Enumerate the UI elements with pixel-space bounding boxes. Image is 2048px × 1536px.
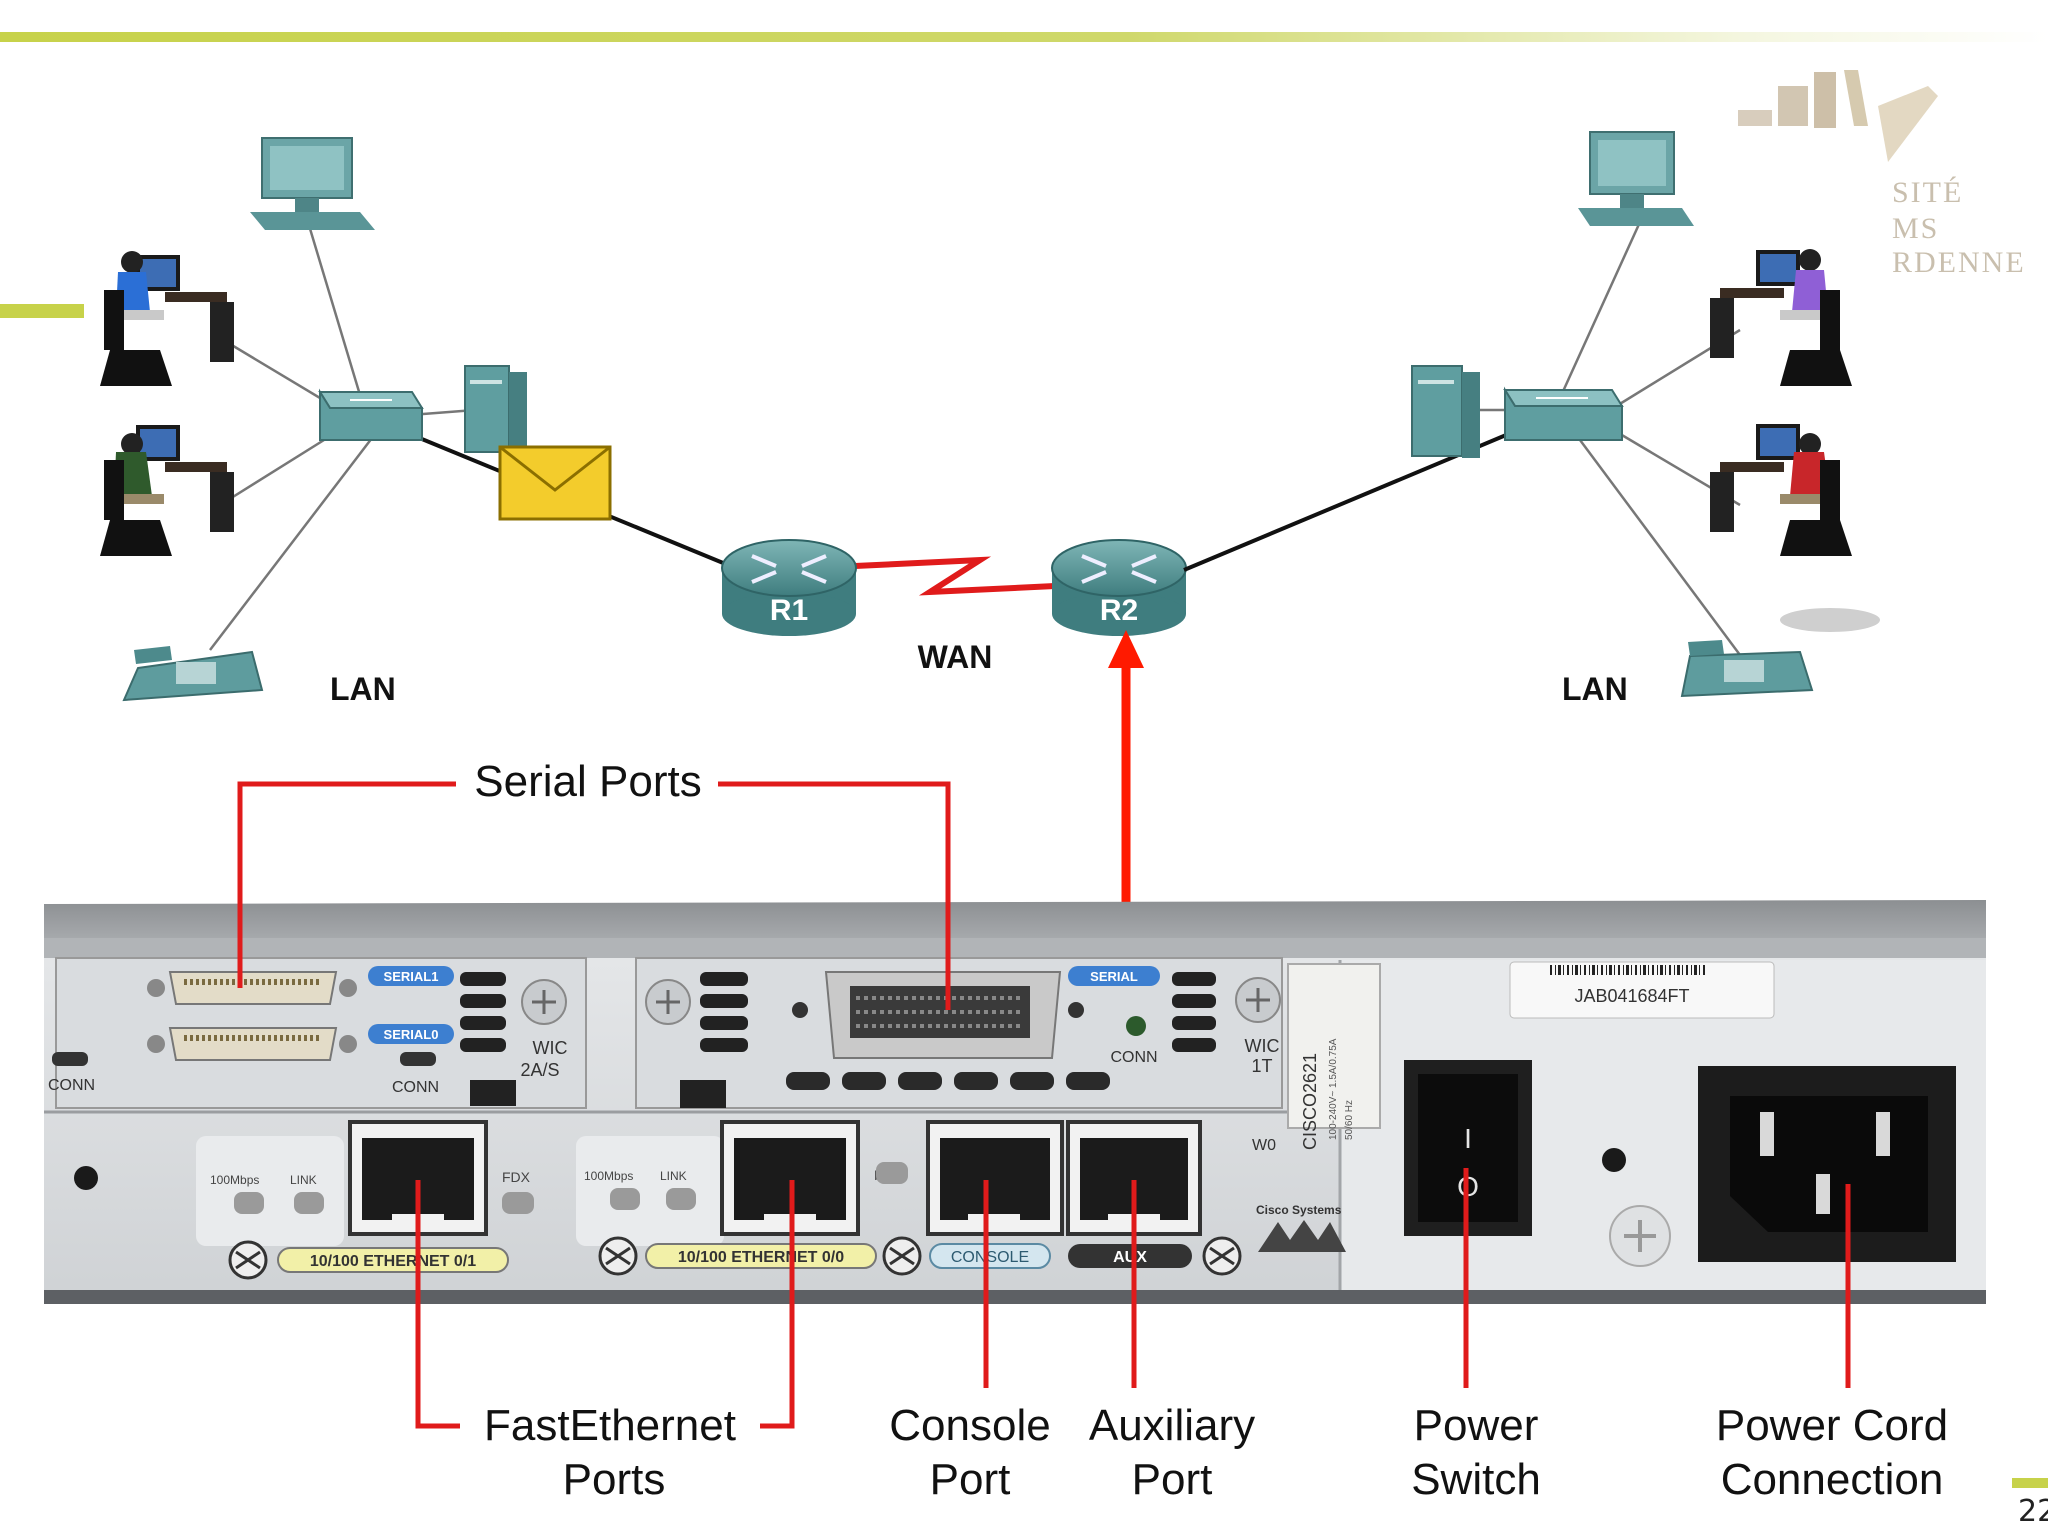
cisco-brand-text: Cisco Systems xyxy=(1256,1203,1342,1217)
speed-led-label-1: 100Mbps xyxy=(210,1173,259,1187)
callout-lines xyxy=(237,781,1851,1429)
page-number: 22 xyxy=(2018,1494,2048,1529)
fastethernet-callout-line-1 xyxy=(415,1180,460,1429)
auxiliary-label-2: Port xyxy=(1132,1455,1213,1504)
left-lan: LAN xyxy=(100,137,746,707)
fastethernet-label-1: FastEthernet xyxy=(484,1401,736,1450)
lan-left-label: LAN xyxy=(330,671,396,707)
wic-2as-label-2: 2A/S xyxy=(520,1060,559,1080)
wic-2as-module: SERIAL1 SERIAL0 CONN CONN WIC 2A/S xyxy=(48,957,587,1109)
fastethernet-callout-line-2 xyxy=(760,1180,795,1429)
w0-label: W0 xyxy=(1252,1137,1276,1154)
power-switch[interactable]: I O xyxy=(1404,1060,1532,1236)
serial-ports-label: Serial Ports xyxy=(474,757,701,806)
cisco-brand-logo: Cisco Systems xyxy=(1256,1203,1346,1252)
serial1-tag: SERIAL1 xyxy=(384,969,439,984)
r2-pointer-arrow xyxy=(1108,630,1144,905)
serial-callout-line-2 xyxy=(718,781,951,1010)
serial-number-sticker: JAB041684FT xyxy=(1509,961,1775,1019)
power-switch-label-2: Switch xyxy=(1411,1455,1541,1504)
speed-led-label-2: 100Mbps xyxy=(584,1169,633,1183)
fdx-label-1: FDX xyxy=(502,1169,531,1185)
smart-serial-port xyxy=(824,971,1062,1059)
fastethernet-label-2: Ports xyxy=(563,1455,666,1504)
wic-1t-label-1: WIC xyxy=(1245,1036,1280,1056)
port-label-strip: 10/100 ETHERNET 0/1 10/100 ETHERNET 0/0 … xyxy=(228,1236,1242,1280)
ethernet-0-1-label: 10/100 ETHERNET 0/1 xyxy=(310,1253,476,1270)
power-rating-1: 100-240V~ 1.5A/0.75A xyxy=(1328,1038,1339,1140)
router-r1-label: R1 xyxy=(770,594,808,627)
router-r2-label: R2 xyxy=(1100,594,1138,627)
console-label-1: Console xyxy=(889,1401,1050,1450)
wic-1t-label-2: 1T xyxy=(1251,1056,1272,1076)
power-switch-label-1: Power xyxy=(1414,1401,1539,1450)
lan-right-label: LAN xyxy=(1562,671,1628,707)
logo-text-line2: MS xyxy=(1892,212,1940,245)
right-lan: LAN xyxy=(1183,131,1880,707)
top-accent-bar xyxy=(0,32,2048,42)
right-switch-icon xyxy=(1503,386,1624,441)
console-label-2: Port xyxy=(930,1455,1011,1504)
serial-tag: SERIAL xyxy=(1090,969,1138,984)
wic-2as-label-1: WIC xyxy=(533,1038,568,1058)
conn-label-1: CONN xyxy=(48,1077,95,1094)
right-pc-icon xyxy=(1578,131,1694,226)
left-user-desk-icon-2 xyxy=(100,425,234,556)
fastethernet-0-0-port xyxy=(720,1120,860,1236)
wan-section: R1 R2 WAN xyxy=(721,539,1187,675)
switch-on-mark: I xyxy=(1464,1123,1472,1154)
shadow-decoration xyxy=(1780,608,1880,632)
aux-panel-label: AUX xyxy=(1113,1249,1147,1266)
logo-text-line1: SITÉ xyxy=(1892,176,1964,209)
side-accent-mark xyxy=(0,304,84,318)
wic-1t-module: SERIAL CONN WIC 1T xyxy=(635,957,1283,1109)
serial0-port xyxy=(147,1027,357,1061)
wan-label: WAN xyxy=(918,639,993,675)
conn-label-3: CONN xyxy=(1110,1049,1157,1066)
callout-labels: Serial Ports FastEthernet Ports Console … xyxy=(474,757,1948,1504)
serial1-port xyxy=(147,971,357,1005)
model-label-plate: CISCO2621 100-240V~ 1.5A/0.75A 50/60 Hz xyxy=(1287,963,1381,1150)
wan-serial-link xyxy=(854,556,1056,596)
serial-number: JAB041684FT xyxy=(1574,986,1689,1006)
router-r1-icon: R1 xyxy=(721,539,857,636)
router-r2-icon: R2 xyxy=(1051,539,1187,636)
right-ip-phone-icon xyxy=(1680,640,1814,698)
power-rating-2: 50/60 Hz xyxy=(1344,1100,1355,1140)
link-led-label-2: LINK xyxy=(660,1169,687,1183)
left-switch-icon xyxy=(318,388,424,441)
email-envelope-icon xyxy=(498,445,612,521)
power-socket xyxy=(1698,1066,1956,1262)
logo-text-line3: RDENNE xyxy=(1892,246,2026,279)
model-name: CISCO2621 xyxy=(1300,1053,1320,1150)
ground-screw-icon xyxy=(1609,1205,1671,1267)
panel-screw xyxy=(1602,1148,1626,1172)
logo-mark-icon xyxy=(1738,70,1938,162)
mounting-hole xyxy=(74,1166,98,1190)
right-user-desk-icon-1 xyxy=(1710,249,1852,386)
left-user-desk-icon-1 xyxy=(100,251,234,386)
left-pc-icon xyxy=(250,137,375,230)
serial-callout-line xyxy=(237,781,456,988)
left-ip-phone-icon xyxy=(122,646,264,702)
conn-label-2: CONN xyxy=(392,1079,439,1096)
auxiliary-label-1: Auxiliary xyxy=(1089,1401,1255,1450)
power-cord-label-1: Power Cord xyxy=(1716,1401,1948,1450)
left-server-icon xyxy=(464,365,527,454)
right-server-icon xyxy=(1411,365,1480,458)
bottom-accent-mark xyxy=(2012,1478,2048,1488)
ethernet-0-0-label: 10/100 ETHERNET 0/0 xyxy=(678,1249,844,1266)
power-cord-label-2: Connection xyxy=(1721,1455,1944,1504)
console-panel-label: CONSOLE xyxy=(951,1249,1029,1266)
university-logo: SITÉ MS RDENNE xyxy=(1738,66,2038,286)
console-port xyxy=(926,1120,1064,1236)
right-user-desk-icon-2 xyxy=(1710,424,1852,556)
serial0-tag: SERIAL0 xyxy=(384,1027,439,1042)
link-led-label-1: LINK xyxy=(290,1173,317,1187)
router-back-panel: SERIAL1 SERIAL0 CONN CONN WIC 2A/S xyxy=(44,900,1986,1304)
